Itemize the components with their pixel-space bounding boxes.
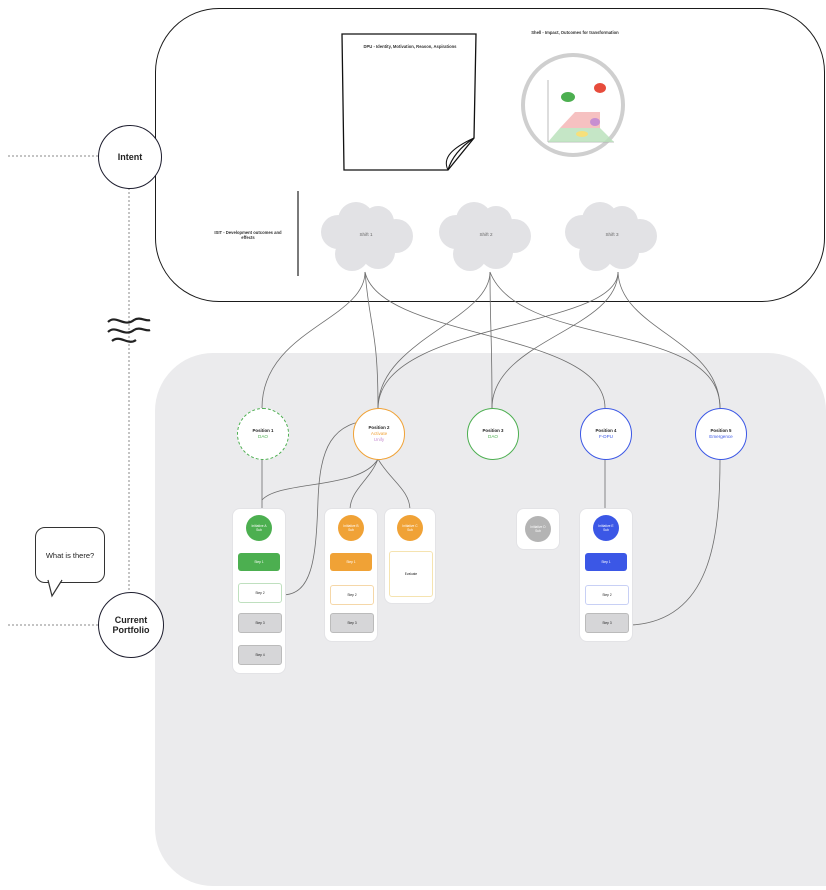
initiative-4-dot: Initiative D Sub bbox=[525, 516, 551, 542]
initiative-2-step-1[interactable]: Step 1 bbox=[330, 553, 372, 571]
position-1[interactable]: Position 1 DAO bbox=[237, 408, 289, 460]
portfolio-node[interactable]: Current Portfolio bbox=[98, 592, 164, 658]
shift-2-label: Shift 2 bbox=[479, 232, 493, 237]
note-title: DPU - Identity, Motivation, Reason, Aspi… bbox=[363, 44, 457, 49]
initiative-3-sub: Sub bbox=[407, 528, 413, 532]
initiative-2-step-2[interactable]: Step 2 bbox=[330, 585, 374, 605]
note-document bbox=[341, 33, 477, 171]
initiative-card-5[interactable]: Initiative E Sub Step 1 Step 2 Step 3 bbox=[580, 509, 632, 641]
initiative-3-title: Initiative C bbox=[402, 524, 418, 528]
initiative-4-title: Initiative D bbox=[530, 525, 546, 529]
pillars-label: ISIT - Development outcomes and effects bbox=[214, 230, 282, 240]
initiative-3-dot: Initiative C Sub bbox=[397, 515, 423, 541]
position-5-sub: Emergence bbox=[709, 434, 733, 439]
initiative-2-sub: Sub bbox=[348, 528, 354, 532]
shift-connectors bbox=[261, 271, 721, 409]
position-4-title: Position 4 bbox=[595, 428, 617, 433]
position-2[interactable]: Position 2 Activate Unify bbox=[353, 408, 405, 460]
shift-cloud-3 bbox=[565, 202, 657, 271]
shift-cloud-1 bbox=[321, 202, 413, 271]
initiative-5-step-1[interactable]: Step 1 bbox=[585, 553, 627, 571]
position-1-sub: DAO bbox=[258, 434, 268, 439]
intent-node[interactable]: Intent bbox=[98, 125, 162, 189]
position-5-title: Position 5 bbox=[710, 428, 732, 433]
position-4-sub: F-DPU bbox=[598, 434, 614, 439]
portfolio-label: Current Portfolio bbox=[112, 615, 150, 635]
intent-label: Intent bbox=[117, 152, 143, 162]
initiative-5-title: Initiative E bbox=[598, 524, 614, 528]
shift-3-label: Shift 3 bbox=[605, 232, 619, 237]
initiative-2-dot: Initiative B Sub bbox=[338, 515, 364, 541]
question-text: What is there? bbox=[45, 550, 95, 560]
initiative-card-1[interactable]: Initiative A Sub Step 1 Step 2 Step 3 St… bbox=[233, 509, 285, 673]
outcome-chart bbox=[521, 53, 625, 157]
initiative-1-dot: Initiative A Sub bbox=[246, 515, 272, 541]
initiative-5-step-3[interactable]: Step 3 bbox=[585, 613, 629, 633]
initiative-1-title: Initiative A bbox=[251, 524, 267, 528]
initiative-1-sub: Sub bbox=[256, 528, 262, 532]
initiative-card-2[interactable]: Initiative B Sub Step 1 Step 2 Step 3 bbox=[325, 509, 377, 641]
initiative-2-step-3[interactable]: Step 3 bbox=[330, 613, 374, 633]
initiative-card-4[interactable]: Initiative D Sub bbox=[517, 509, 559, 549]
initiative-5-dot: Initiative E Sub bbox=[593, 515, 619, 541]
initiative-1-step-2[interactable]: Step 2 bbox=[238, 583, 282, 603]
position-3[interactable]: Position 3 DAO bbox=[467, 408, 519, 460]
initiative-1-step-4[interactable]: Step 4 bbox=[238, 645, 282, 665]
initiative-3-step-1[interactable]: Evaluate bbox=[389, 551, 433, 597]
shift-cloud-2 bbox=[439, 202, 531, 271]
question-bubble: What is there? bbox=[35, 527, 105, 583]
position-connectors bbox=[261, 419, 721, 626]
initiative-card-3[interactable]: Initiative C Sub Evaluate bbox=[385, 509, 435, 603]
position-2-sub: Activate bbox=[370, 431, 388, 436]
position-5[interactable]: Position 5 Emergence bbox=[695, 408, 747, 460]
initiative-4-sub: Sub bbox=[535, 529, 541, 533]
approx-symbol bbox=[107, 317, 151, 343]
initiative-5-sub: Sub bbox=[603, 528, 609, 532]
initiative-1-step-1[interactable]: Step 1 bbox=[238, 553, 280, 571]
position-3-sub: DAO bbox=[488, 434, 498, 439]
shift-1-label: Shift 1 bbox=[359, 232, 373, 237]
initiative-2-title: Initiative B bbox=[343, 524, 359, 528]
position-2-title: Position 2 bbox=[368, 425, 390, 430]
chart-title: Shell - Impact, Outcomes for transformat… bbox=[531, 30, 619, 35]
position-2-sub2: Unify bbox=[373, 437, 385, 442]
position-4[interactable]: Position 4 F-DPU bbox=[580, 408, 632, 460]
initiative-5-step-2[interactable]: Step 2 bbox=[585, 585, 629, 605]
position-3-title: Position 3 bbox=[482, 428, 504, 433]
position-1-title: Position 1 bbox=[252, 428, 274, 433]
initiative-1-step-3[interactable]: Step 3 bbox=[238, 613, 282, 633]
